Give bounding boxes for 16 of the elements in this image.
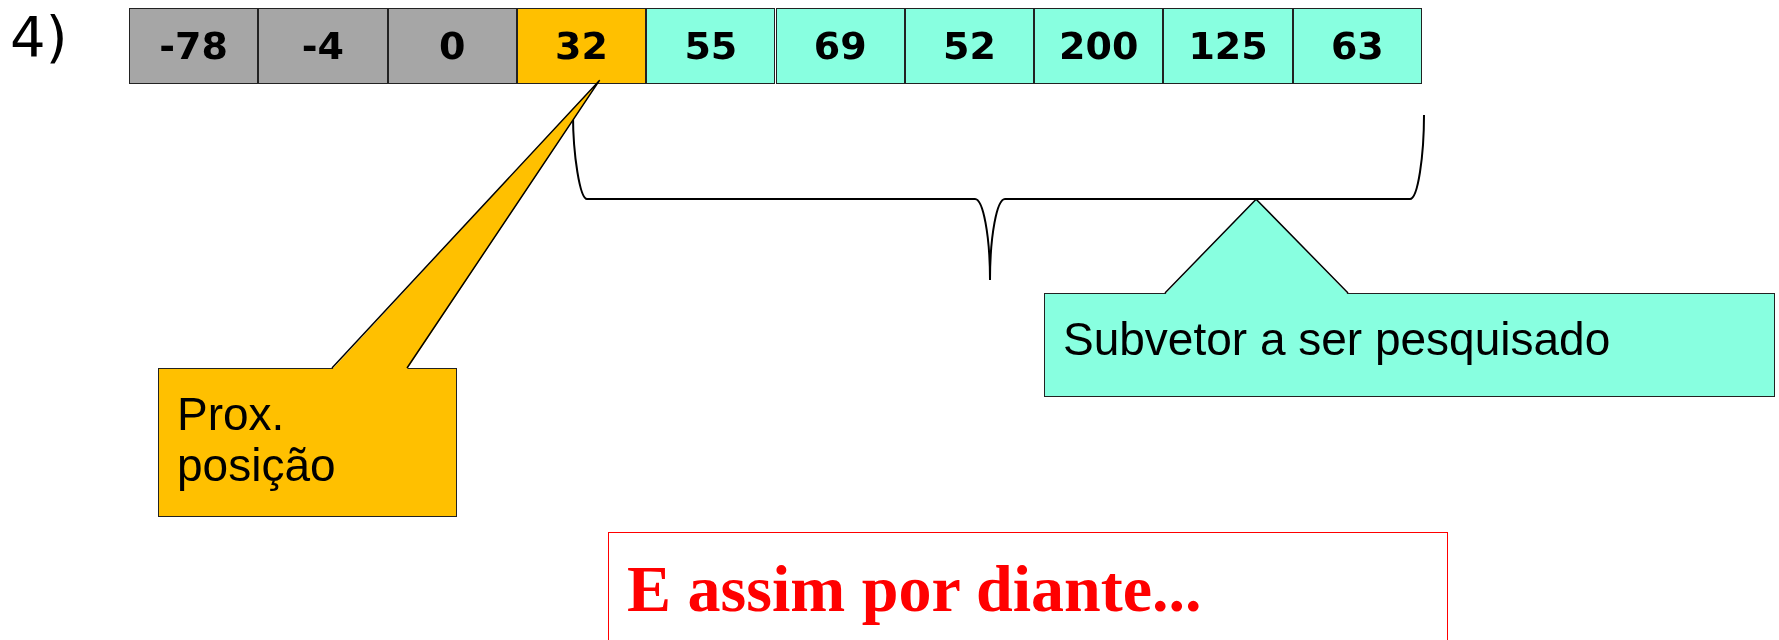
array-cell: 55 xyxy=(646,8,776,84)
array-cell: 63 xyxy=(1292,8,1422,84)
step-number: 4) xyxy=(10,4,68,69)
callout-pointer xyxy=(1164,198,1349,294)
curly-brace xyxy=(572,115,1425,280)
callout-box: Prox. posição xyxy=(158,368,457,517)
array-cell: 69 xyxy=(775,8,905,84)
array-cell: -4 xyxy=(258,8,388,84)
array-cell: 125 xyxy=(1163,8,1293,84)
array-cell: 0 xyxy=(387,8,517,84)
callout-pointer xyxy=(331,79,601,369)
array-cell: 52 xyxy=(904,8,1035,84)
note-box: E assim por diante... xyxy=(608,532,1448,640)
array-cell: -78 xyxy=(129,8,259,84)
array-cell: 200 xyxy=(1034,8,1164,84)
array-cell: 32 xyxy=(516,8,647,84)
